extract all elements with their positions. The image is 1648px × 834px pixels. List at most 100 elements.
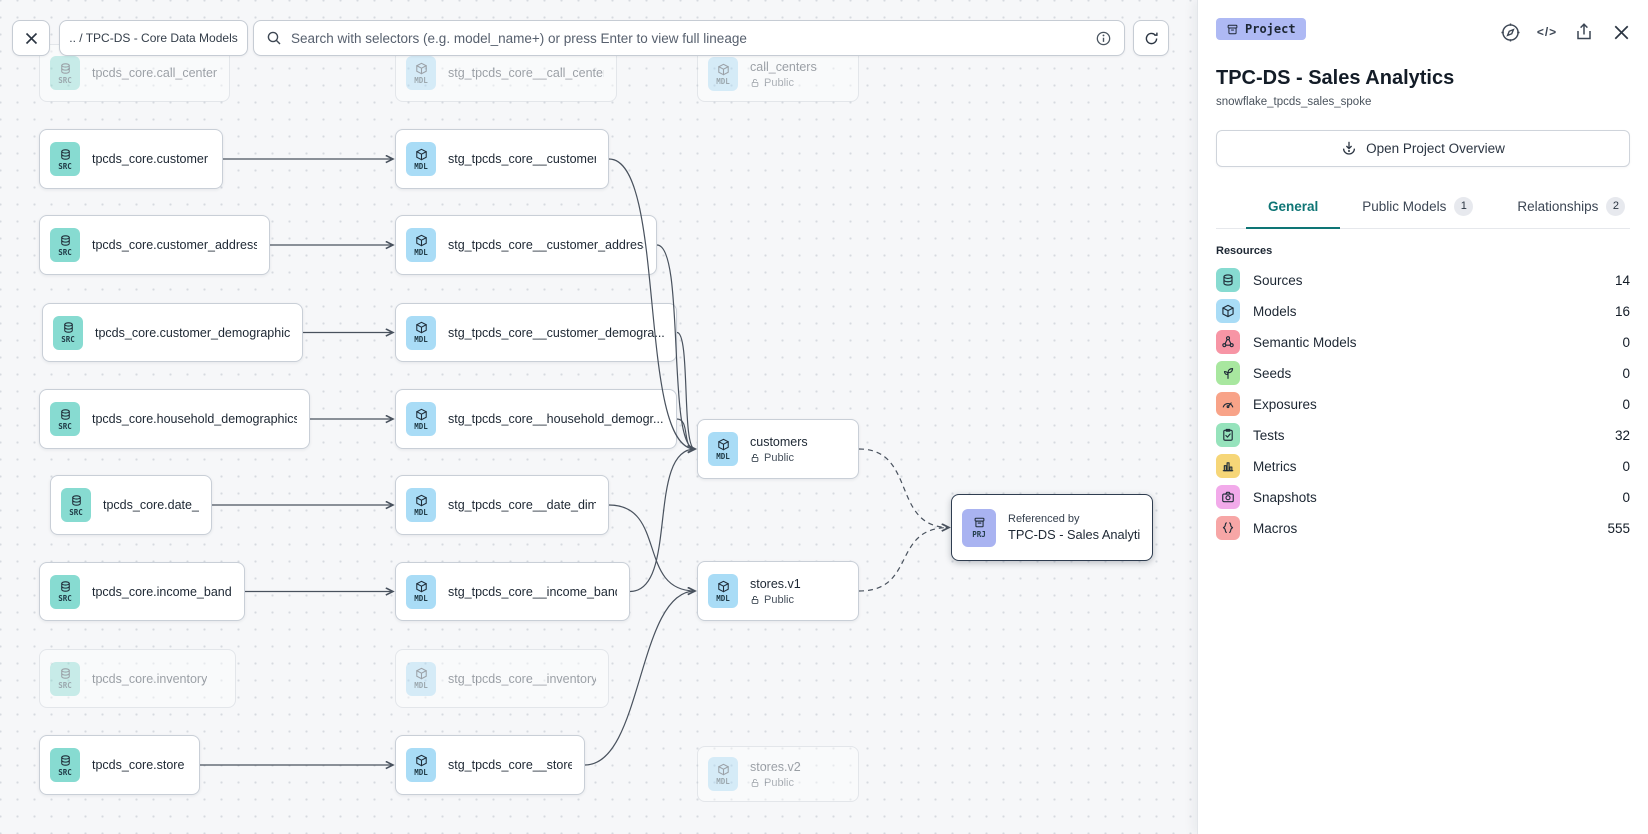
node-kind-badge: MDL — [406, 228, 436, 262]
database-icon — [1223, 274, 1233, 286]
open-project-overview-button[interactable]: Open Project Overview — [1216, 129, 1630, 167]
edge-stg_customer_demographics-to-customers — [676, 331, 695, 450]
refresh-lineage-button[interactable] — [1133, 20, 1169, 56]
resource-row-metrics[interactable]: Metrics 0 — [1216, 451, 1630, 482]
search-bar[interactable] — [253, 20, 1125, 56]
node-kind-badge: SRC — [50, 402, 80, 436]
node-label: stores.v2 — [750, 759, 801, 774]
explore-compass-icon[interactable] — [1499, 21, 1521, 43]
node-label: stg_tpcds_core__household_demogr... — [448, 412, 664, 426]
overview-scope-icon — [1343, 141, 1356, 155]
graph-node-stg_customer_address[interactable]: MDL stg_tpcds_core__customer_address — [395, 215, 657, 275]
database-icon — [71, 494, 81, 506]
node-kind-badge: MDL — [406, 56, 436, 90]
resource-row-semantic-models[interactable]: Semantic Models 0 — [1216, 327, 1630, 358]
node-kind-badge: SRC — [50, 661, 80, 696]
share-icon[interactable] — [1573, 21, 1595, 43]
resource-count: 0 — [1622, 365, 1630, 381]
node-kind-badge: SRC — [50, 748, 80, 782]
close-lineage-button[interactable] — [12, 20, 50, 56]
node-label: tpcds_core.date_dim — [103, 498, 199, 512]
seed-icon — [1223, 368, 1234, 379]
tab-general[interactable]: General — [1246, 187, 1341, 229]
resource-row-exposures[interactable]: Exposures 0 — [1216, 389, 1630, 420]
project-type-badge: Project — [1216, 18, 1306, 40]
project-subtitle: snowflake_tpcds_sales_spoke — [1216, 95, 1372, 108]
node-label: tpcds_core.customer — [92, 152, 209, 166]
resource-label: Metrics — [1253, 458, 1297, 474]
database-icon — [60, 148, 70, 160]
database-icon — [60, 234, 70, 246]
cube-icon — [717, 438, 729, 450]
code-icon[interactable]: </> — [1536, 25, 1558, 39]
close-icon[interactable] — [1610, 21, 1632, 43]
node-kind-badge: MDL — [406, 574, 436, 609]
braces-icon — [1222, 522, 1234, 533]
cube-icon — [717, 580, 729, 592]
tab-count-badge: 1 — [1454, 196, 1474, 216]
node-label: tpcds_core.customer_address — [92, 238, 257, 252]
node-kind-badge: MDL — [406, 661, 436, 696]
node-kind-badge: MDL — [406, 142, 436, 176]
node-kind-badge: SRC — [50, 56, 80, 90]
resource-count: 0 — [1622, 489, 1630, 505]
cube-icon — [717, 63, 729, 75]
node-label: TPC-DS - Sales Analytics — [1008, 527, 1140, 542]
resource-label: Exposures — [1253, 396, 1317, 412]
node-kind-badge: SRC — [50, 228, 80, 262]
resource-label: Semantic Models — [1253, 334, 1357, 350]
resource-row-models[interactable]: Models 16 — [1216, 296, 1630, 327]
project-type-badge-label: Project — [1245, 22, 1296, 36]
cube-icon — [415, 408, 427, 420]
cube-icon — [717, 763, 729, 775]
resource-row-snapshots[interactable]: Snapshots 0 — [1216, 482, 1630, 513]
resource-row-sources[interactable]: Sources 14 — [1216, 265, 1630, 296]
info-icon[interactable] — [1095, 30, 1112, 47]
resource-row-tests[interactable]: Tests 32 — [1216, 420, 1630, 451]
resource-label: Macros — [1253, 520, 1298, 536]
lock-open-icon — [751, 453, 759, 462]
database-icon — [60, 754, 70, 766]
resource-row-macros[interactable]: Macros 555 — [1216, 513, 1630, 544]
resource-label: Tests — [1253, 427, 1285, 443]
clipboard-check-icon — [1223, 428, 1233, 441]
node-kind-badge: MDL — [406, 748, 436, 782]
resource-label: Sources — [1253, 272, 1303, 288]
bar-chart-icon — [1222, 462, 1234, 472]
node-label: stg_tpcds_core__date_dim — [448, 498, 596, 512]
node-label: stg_tpcds_core__customer_address — [448, 238, 644, 252]
resource-row-seeds[interactable]: Seeds 0 — [1216, 358, 1630, 389]
node-kind-badge: SRC — [50, 574, 80, 609]
breadcrumb[interactable]: .. / TPC-DS - Core Data Models — [59, 20, 248, 56]
node-label: customers — [750, 434, 808, 449]
graph-node-src_customer_address[interactable]: SRC tpcds_core.customer_address — [39, 215, 270, 275]
node-kind-badge: SRC — [53, 315, 83, 350]
lock-open-icon — [751, 595, 759, 604]
resources-heading: Resources — [1216, 244, 1273, 257]
search-input[interactable] — [291, 30, 1086, 46]
search-icon — [267, 31, 281, 45]
